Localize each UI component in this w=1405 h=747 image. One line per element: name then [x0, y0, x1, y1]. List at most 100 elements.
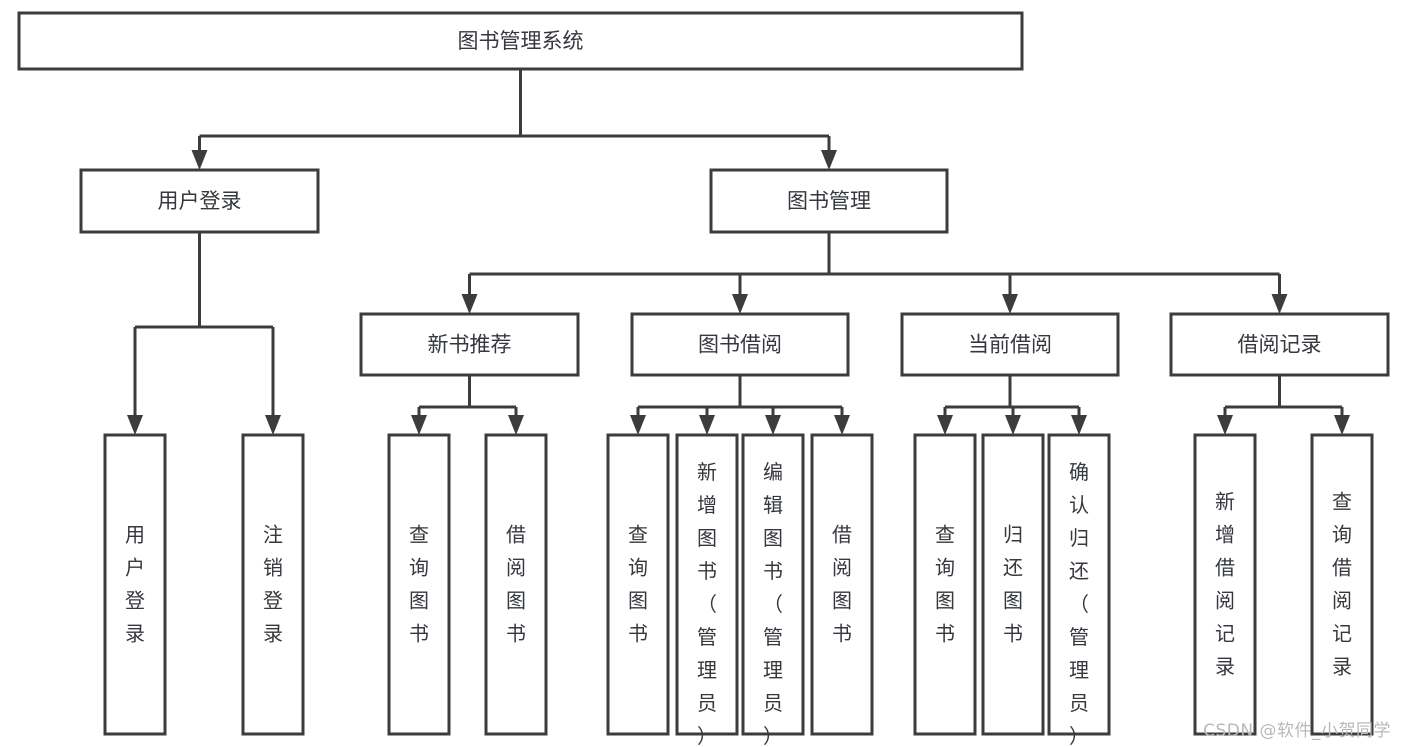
node-label-char: 理 [1069, 658, 1089, 682]
node-new-book-recommend[interactable]: 新书推荐 [359, 312, 580, 377]
node-box [709, 168, 949, 234]
node-label-char: 销 [263, 556, 283, 580]
connector-group-user-login [127, 232, 281, 435]
node-label-char: 新 [1215, 490, 1235, 514]
node-label: 图书借阅 [698, 333, 782, 357]
node-label-char: 阅 [506, 556, 526, 580]
node-label-char: （ [763, 592, 783, 616]
node-box [810, 433, 874, 736]
arrow-head-icon [765, 415, 781, 435]
arrow-head-icon [411, 415, 427, 435]
node-label-char: （ [697, 592, 717, 616]
node-root[interactable]: 图书管理系统 [17, 11, 1024, 71]
node-box [1047, 433, 1111, 736]
node-label-char: 登 [125, 589, 145, 613]
node-label-char: 记 [1332, 622, 1352, 646]
node-box [241, 433, 305, 736]
arrow-head-icon [1002, 294, 1018, 314]
arrow-head-icon [265, 415, 281, 435]
node-label-char: 借 [832, 523, 852, 547]
node-label-char: 借 [506, 523, 526, 547]
edge-layer [127, 69, 1350, 435]
node-book-borrow[interactable]: 图书借阅 [630, 312, 850, 377]
node-label-char: 员 [697, 691, 717, 715]
node-label-char: 录 [1215, 655, 1235, 679]
node-label-char: （ [1069, 592, 1089, 616]
node-box [630, 312, 850, 377]
node-label-char: 书 [763, 559, 783, 583]
node-user-login[interactable]: 用户登录 [79, 168, 320, 234]
node-label-char: 编 [763, 460, 783, 484]
node-label-char: 录 [1332, 655, 1352, 679]
node-label-char: 归 [1069, 526, 1089, 550]
node-label-char: 书 [409, 622, 429, 646]
node-label-char: 借 [1215, 556, 1235, 580]
node-label-char: 理 [697, 658, 717, 682]
arrow-head-icon [508, 415, 524, 435]
node-book-manage[interactable]: 图书管理 [709, 168, 949, 234]
node-label-char: 书 [697, 559, 717, 583]
arrow-head-icon [1217, 415, 1233, 435]
node-label-char: 查 [1332, 490, 1352, 514]
node-box [387, 433, 451, 736]
node-label-char: ） [697, 724, 717, 747]
node-box [1169, 312, 1390, 377]
node-label-char: 注 [263, 523, 283, 547]
node-label: 图书管理系统 [458, 29, 584, 53]
node-label-char: 阅 [1332, 589, 1352, 613]
node-label-char: 归 [1003, 523, 1023, 547]
arrow-head-icon [1071, 415, 1087, 435]
arrow-head-icon [732, 294, 748, 314]
node-label-char: 确 [1069, 460, 1089, 484]
node-label-char: 书 [506, 622, 526, 646]
node-label-char: 书 [832, 622, 852, 646]
node-label-char: 查 [935, 523, 955, 547]
node-leaf-user-login[interactable]: 用户登录 [103, 433, 167, 736]
node-borrow-record[interactable]: 借阅记录 [1169, 312, 1390, 377]
node-box [741, 433, 805, 736]
node-label-char: 还 [1003, 556, 1023, 580]
node-label-char: 增 [1215, 523, 1235, 547]
node-box [900, 312, 1120, 377]
node-label-char: 图 [763, 526, 783, 550]
node-box [913, 433, 977, 736]
node-box [17, 11, 1024, 71]
node-label-char: 管 [763, 625, 783, 649]
node-label-char: 阅 [832, 556, 852, 580]
node-label-char: 图 [409, 589, 429, 613]
node-label-char: 询 [1332, 523, 1352, 547]
node-current-borrow[interactable]: 当前借阅 [900, 312, 1120, 377]
node-label: 借阅记录 [1238, 333, 1322, 357]
node-label-char: 记 [1215, 622, 1235, 646]
node-label-char: 员 [1069, 691, 1089, 715]
node-label-char: 录 [125, 622, 145, 646]
node-label-char: 图 [1003, 589, 1023, 613]
connector-group-current-borrow [937, 375, 1087, 435]
node-box [606, 433, 670, 736]
node-label-char: 询 [628, 556, 648, 580]
arrow-head-icon [1334, 415, 1350, 435]
node-label-char: 图 [832, 589, 852, 613]
arrow-head-icon [834, 415, 850, 435]
arrow-head-icon [630, 415, 646, 435]
node-label-char: 认 [1069, 493, 1089, 517]
arrow-head-icon [191, 150, 208, 170]
node-label-char: 书 [1003, 622, 1023, 646]
node-label: 新书推荐 [428, 333, 512, 357]
node-box [359, 312, 580, 377]
node-label: 用户登录 [158, 189, 242, 213]
